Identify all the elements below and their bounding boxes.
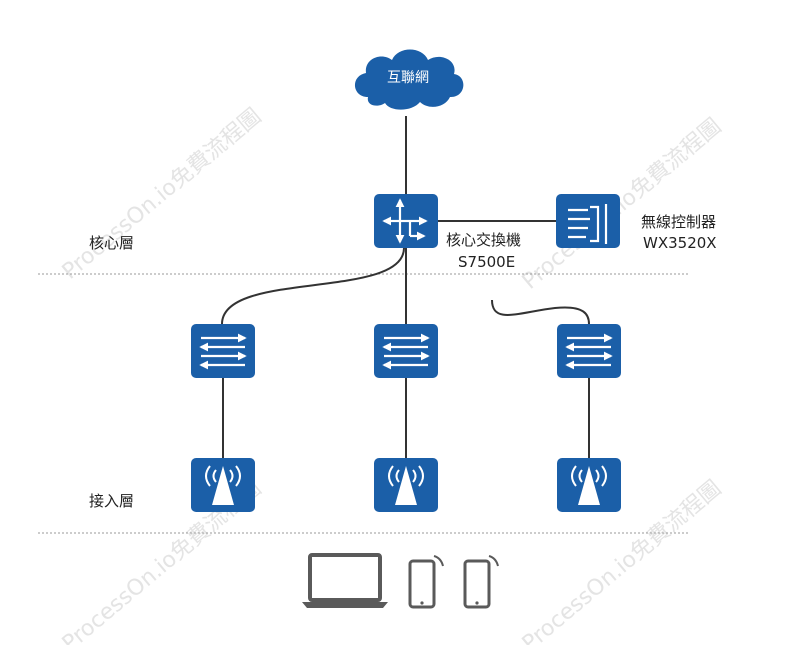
cloud-label: 互聯網 (387, 70, 429, 86)
laptop-icon (302, 553, 388, 608)
layer-label-access: 接入層 (89, 492, 134, 510)
watermark: ProcessOn.io免費流程圖 (518, 476, 727, 645)
controller-icon (556, 194, 620, 248)
wireless-ap-right (557, 458, 621, 512)
layer-label-core: 核心層 (89, 234, 134, 252)
switch-arrows-icon (191, 324, 255, 378)
access-switch-right (557, 324, 621, 378)
wireless-ap-middle (374, 458, 438, 512)
wireless-controller (556, 194, 620, 248)
switch-arrows-icon (374, 324, 438, 378)
controller-model: WX3520X (643, 234, 717, 252)
smartphone-icon (463, 555, 499, 609)
cloud-icon: 互聯網 (354, 49, 464, 110)
watermark: ProcessOn.io免費流程圖 (58, 104, 267, 285)
core-switch (374, 194, 438, 248)
access-switch-left (191, 324, 255, 378)
controller-name: 無線控制器 (641, 213, 716, 231)
link-controller-access-right (491, 299, 590, 325)
link-core-access-left (221, 247, 405, 325)
core-switch-name: 核心交換機 (446, 231, 521, 249)
switch-arrows-icon (557, 324, 621, 378)
smartphone-icon (408, 555, 444, 609)
watermark: ProcessOn.io免費流程圖 (518, 114, 727, 295)
wireless-ap-left (191, 458, 255, 512)
core-switch-model: S7500E (458, 253, 515, 271)
connections (221, 116, 590, 458)
access-switch-middle (374, 324, 438, 378)
